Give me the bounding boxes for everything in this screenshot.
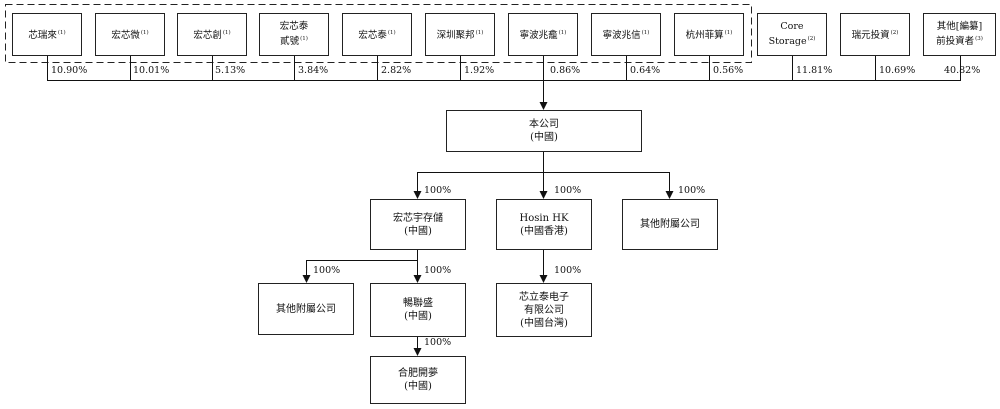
- shareholder-box-ningbo-zhaokan: 寧波兆龕(1): [508, 13, 578, 56]
- shareholder-box-ruiyuan: 瑞元投資(2): [840, 13, 910, 56]
- changlian-box: 暢聯盛(中國): [370, 283, 466, 337]
- pct-other-subsidiaries-left: 100%: [313, 265, 341, 276]
- pct-hosin-hk: 100%: [554, 185, 582, 196]
- pct-core-storage: 11.81%: [796, 65, 833, 76]
- pct-ningbo-zhaoxin: 0.64%: [630, 65, 661, 76]
- other-subsidiaries-left-box: 其他附屬公司: [258, 283, 354, 335]
- company-box: 本公司(中國): [446, 110, 642, 152]
- pct-other-investors: 40.82%: [944, 65, 981, 76]
- hongxin-storage-box: 宏芯宇存儲(中國): [370, 199, 466, 250]
- pct-hangzhou-feisuan: 0.56%: [713, 65, 744, 76]
- shareholder-box-xinruilai: 芯瑞來(1): [12, 13, 82, 56]
- hosin-hk-box: Hosin HK(中國香港): [496, 199, 592, 250]
- taiwan-subsidiary-box: 芯立泰电子 有限公司(中國台灣): [496, 283, 592, 337]
- shareholder-box-hongxintai: 宏芯泰(1): [342, 13, 412, 56]
- shareholder-box-core-storage: Core Storage(2): [757, 13, 827, 56]
- hefei-kaimeng-box: 合肥開夢(中國): [370, 356, 466, 404]
- shareholder-box-hongxintai-2: 宏芯泰 貳號(1): [259, 13, 329, 56]
- pct-hongxinchuang: 5.13%: [215, 65, 246, 76]
- pct-xinruilai: 10.90%: [51, 65, 88, 76]
- pct-changlian: 100%: [424, 265, 452, 276]
- pct-hongxinwei: 10.01%: [133, 65, 170, 76]
- shareholder-box-ningbo-zhaoxin: 寧波兆信(1): [591, 13, 661, 56]
- pct-other-subsidiaries-top: 100%: [678, 185, 706, 196]
- pct-taiwan: 100%: [554, 265, 582, 276]
- pct-ruiyuan: 10.69%: [879, 65, 916, 76]
- shareholder-box-hangzhou-feisuan: 杭州菲算(1): [674, 13, 744, 56]
- pct-ningbo-zhaokan: 0.86%: [550, 65, 581, 76]
- shareholder-box-hongxinwei: 宏芯微(1): [95, 13, 165, 56]
- pct-hongxintai-2: 3.84%: [298, 65, 329, 76]
- pct-hongxin-storage: 100%: [424, 185, 452, 196]
- shareholder-box-shenzhen-jubang: 深圳聚邦(1): [425, 13, 495, 56]
- pct-shenzhen-jubang: 1.92%: [464, 65, 495, 76]
- shareholder-box-other-investors: 其他[編纂] 前投資者(3): [923, 13, 996, 56]
- pct-hefei: 100%: [424, 337, 452, 348]
- concert-party-frame: [5, 4, 752, 63]
- other-subsidiaries-top-box: 其他附屬公司: [622, 199, 718, 250]
- shareholder-box-hongxinchuang: 宏芯創(1): [177, 13, 247, 56]
- pct-hongxintai: 2.82%: [381, 65, 412, 76]
